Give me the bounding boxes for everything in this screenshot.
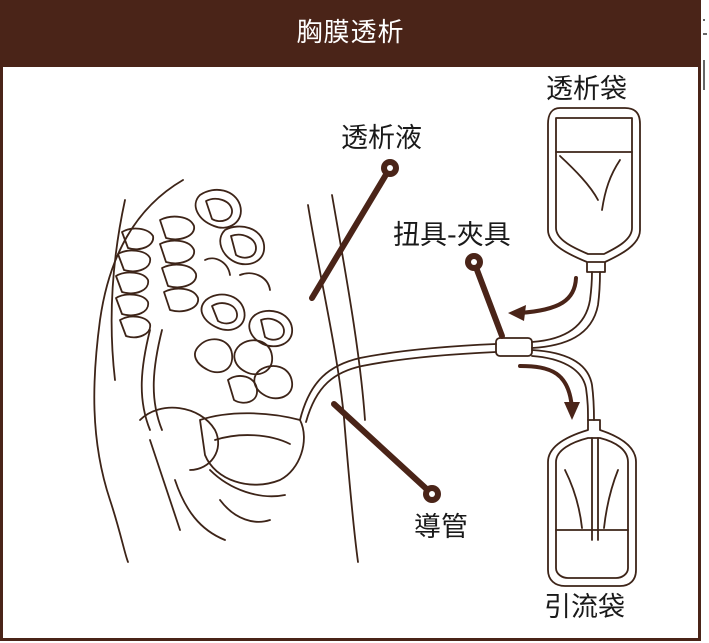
leader-clamp [471,259,505,339]
label-drain-bag: 引流袋 [544,592,625,623]
outflow-arrowhead [564,402,580,420]
diagram-title: 胸膜透析 [296,18,405,48]
dialysis-bag [547,107,641,273]
label-dialysate: 透析液 [341,123,422,154]
lower-tube [531,349,595,421]
body-outline [93,179,366,563]
leader-lines [309,165,505,497]
label-catheter: 導管 [414,512,468,543]
label-twist-clamp: 扭具-夾具 [393,220,511,251]
leader-dialysate [309,165,393,301]
right-edge-stroke [703,19,707,90]
outflow-arrow [518,364,574,412]
inflow-arrowhead [508,305,526,321]
leader-catheter [331,401,435,497]
catheter-tube [299,343,497,423]
inflow-arrow [518,276,578,315]
drain-bag [547,419,637,587]
intestine-loops [194,188,293,404]
spine-vertebrae [115,215,199,431]
upper-tube [531,271,601,349]
label-dialysis-bag: 透析袋 [546,74,627,105]
pelvis-outline [139,406,305,541]
flow-arrows [518,276,578,412]
clamp-connector [495,337,533,357]
title-bar: 胸膜透析 [0,0,701,67]
